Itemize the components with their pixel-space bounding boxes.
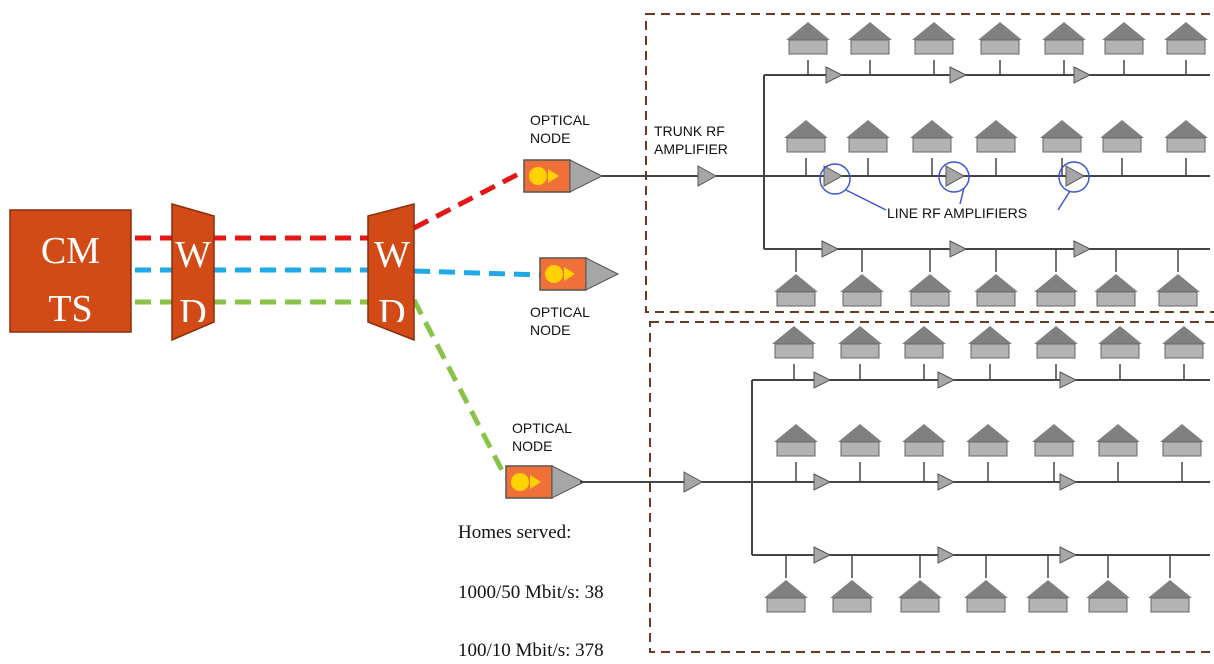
line-amp-circle-1 xyxy=(819,163,851,195)
trunk-amplifier-top xyxy=(697,165,718,187)
wdm-left-label-line1: W xyxy=(175,234,211,276)
amplifiers-top xyxy=(697,66,1092,258)
optical-node-middle-label: OPTICAL NODE xyxy=(530,303,590,339)
fiber-green-b xyxy=(411,298,509,480)
homes-served-title: Homes served: xyxy=(458,522,572,543)
cable-tree-bottom xyxy=(580,379,1210,556)
service-area-bottom xyxy=(649,321,1214,653)
line-amplifiers-label: LINE RF AMPLIFIERS xyxy=(887,205,1028,221)
houses-bottom xyxy=(763,325,1207,613)
optical-node-bottom-label: OPTICAL NODE xyxy=(512,419,572,455)
optical-node-bottom-label-2: NODE xyxy=(512,438,553,454)
wdm-left-label-line2: D xyxy=(179,292,207,322)
wdm-right-label: W D xyxy=(370,226,414,322)
fiber-red-b xyxy=(412,165,532,231)
fiber-blue-b xyxy=(413,268,541,278)
cmts-block xyxy=(9,209,132,333)
homes-served-1000: 1000/50 Mbit/s: 38 xyxy=(458,582,604,603)
optical-node-middle-label-2: NODE xyxy=(530,322,571,338)
optical-node-middle xyxy=(539,257,620,291)
trunk-amplifier-label: TRUNK RF AMPLIFIER xyxy=(654,122,728,158)
amplifiers-bottom xyxy=(683,371,1078,564)
wdm-left-label: W D xyxy=(172,226,214,322)
optical-node-middle-label-1: OPTICAL xyxy=(530,304,590,320)
optical-node-top-label-2: NODE xyxy=(530,130,571,146)
drops-bottom xyxy=(785,364,1185,578)
wdm-right-shape xyxy=(367,203,415,342)
trunk-amplifier-label-2: AMPLIFIER xyxy=(654,141,728,157)
cmts-label-line2: TS xyxy=(48,288,93,326)
line-amp-circle-3 xyxy=(1058,161,1090,193)
wdm-right-label-line2: D xyxy=(378,292,406,322)
line-amp-highlights xyxy=(819,161,1090,211)
cmts-label-line1: CM xyxy=(40,230,101,272)
optical-node-bottom xyxy=(505,465,586,499)
cable-tree-top xyxy=(602,74,1210,250)
optical-node-bottom-label-1: OPTICAL xyxy=(512,420,572,436)
optical-node-top-label: OPTICAL NODE xyxy=(530,111,590,147)
line-amp-circle-2 xyxy=(938,161,970,193)
wdm-right-label-line1: W xyxy=(374,234,410,276)
optical-node-top-label-1: OPTICAL xyxy=(530,112,590,128)
optical-node-top xyxy=(523,159,604,193)
trunk-amplifier-label-1: TRUNK RF xyxy=(654,123,725,139)
wdm-left-shape xyxy=(171,203,215,342)
homes-served-100: 100/10 Mbit/s: 378 xyxy=(458,640,604,661)
cmts-label: CM TS xyxy=(10,222,131,326)
service-area-top xyxy=(645,13,1214,313)
drops-top xyxy=(795,60,1187,272)
